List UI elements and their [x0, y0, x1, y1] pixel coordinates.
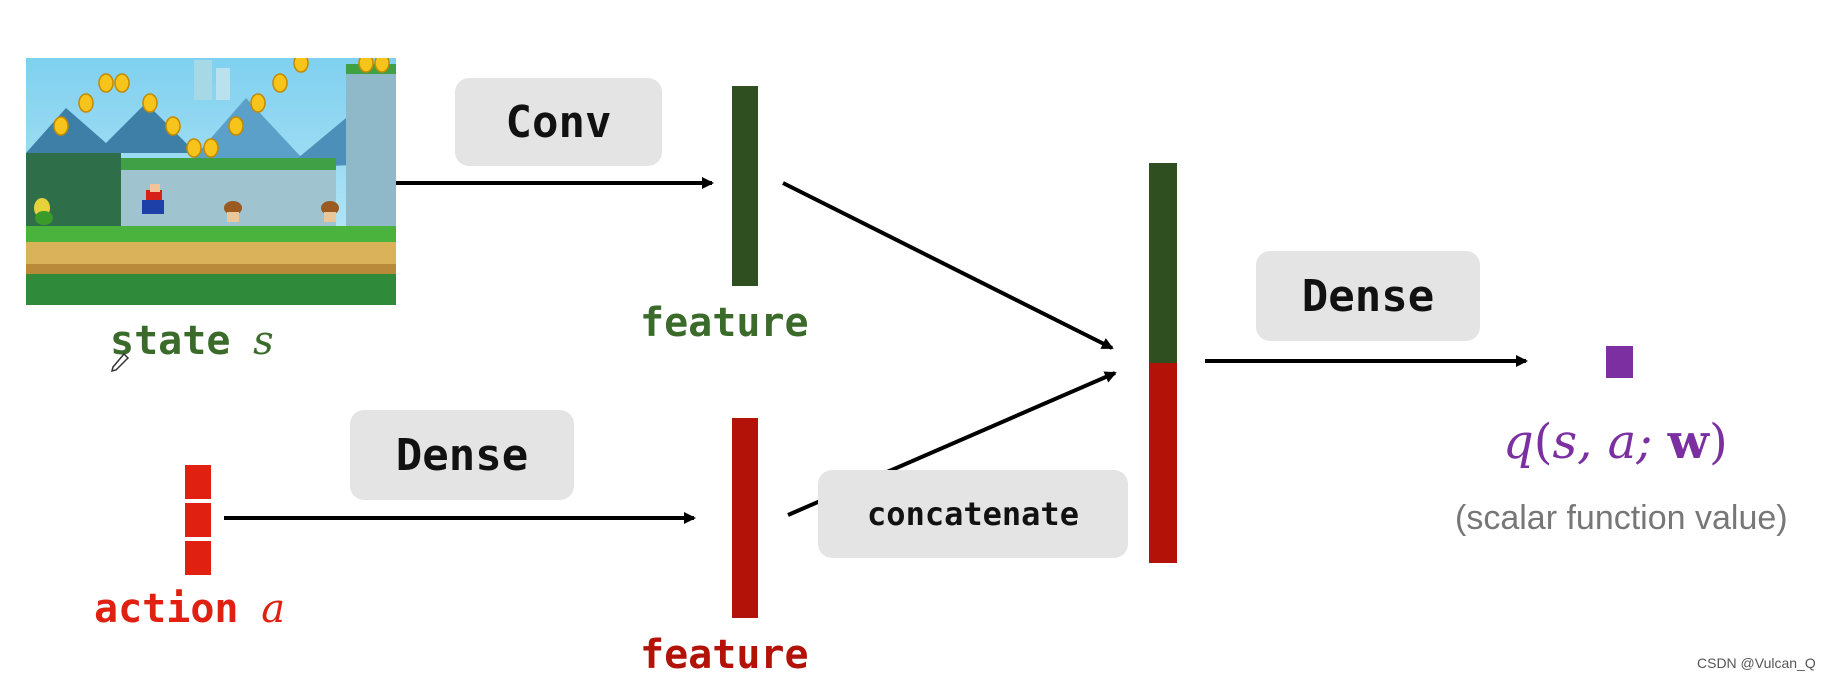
- dense-output-box: Dense: [1256, 251, 1480, 341]
- arrow-state-feature-to-concat: [782, 181, 1114, 350]
- concatenated-bar-state-part: [1149, 163, 1177, 363]
- action-label-symbol: a: [261, 586, 286, 632]
- pencil-cursor-icon: [110, 352, 130, 373]
- action-vector: [185, 465, 211, 575]
- state-feature-bar: [732, 86, 758, 286]
- output-scalar: [1606, 346, 1633, 378]
- dense-action-box: Dense: [350, 410, 574, 500]
- state-label: state s: [110, 318, 274, 364]
- action-vector-cell: [185, 503, 211, 537]
- concatenated-bar-action-part: [1149, 363, 1177, 563]
- state-feature-label: feature: [640, 300, 809, 346]
- formula-close-paren: ): [1709, 414, 1728, 470]
- concatenate-box: concatenate: [818, 470, 1128, 558]
- formula-args: s, a;: [1552, 414, 1668, 470]
- mario-game-screenshot: [26, 58, 396, 305]
- formula-open-paren: (: [1533, 414, 1553, 470]
- watermark: CSDN @Vulcan_Q: [1697, 655, 1816, 671]
- state-label-symbol: s: [253, 318, 274, 364]
- action-label-word: action: [94, 586, 239, 632]
- formula-q: q: [1503, 414, 1534, 470]
- formula-w: w: [1667, 414, 1709, 470]
- action-feature-label: feature: [640, 632, 809, 678]
- action-vector-cell: [185, 465, 211, 499]
- output-formula: q(s, a; w): [1503, 414, 1728, 470]
- action-label: action a: [94, 586, 285, 632]
- output-caption: (scalar function value): [1455, 499, 1788, 537]
- action-feature-bar: [732, 418, 758, 618]
- conv-box: Conv: [455, 78, 662, 166]
- action-vector-cell: [185, 541, 211, 575]
- concatenated-bar: [1149, 163, 1177, 563]
- state-label-word: state: [110, 318, 231, 364]
